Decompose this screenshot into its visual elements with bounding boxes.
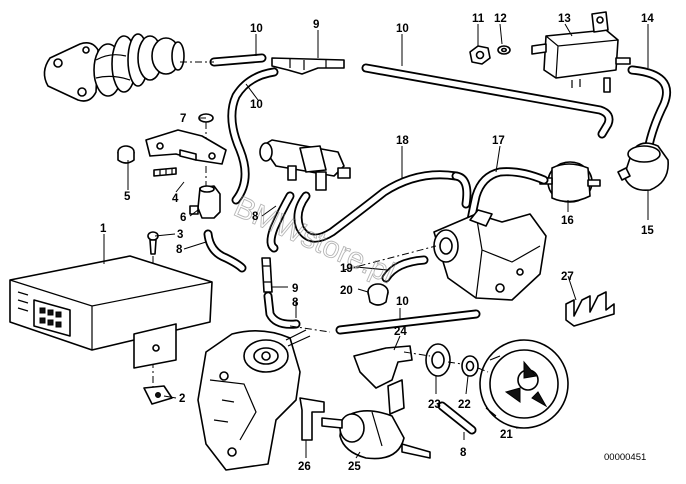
hose-10-long [361, 63, 614, 139]
hose-10-left [227, 67, 279, 205]
hose-18 [293, 170, 472, 243]
callout-22: 22 [458, 399, 471, 411]
filter-15 [617, 142, 669, 192]
callout-8b: 8 [176, 244, 183, 256]
callout-9b: 9 [292, 283, 298, 295]
document-number: 00000451 [604, 452, 646, 463]
cap-20 [367, 283, 389, 306]
callout-8a: 8 [252, 211, 259, 223]
callout-11: 11 [472, 13, 485, 25]
hose-8-lower [263, 291, 301, 329]
solenoid-valve-13 [531, 11, 631, 93]
callout-10d: 10 [396, 296, 409, 308]
hose-8-left [203, 229, 247, 273]
callout-21: 21 [500, 429, 513, 441]
callout-16: 16 [561, 215, 574, 227]
callout-26: 26 [298, 461, 311, 473]
callout-12: 12 [494, 13, 507, 25]
callout-4: 4 [172, 193, 179, 205]
bolt-4 [153, 167, 177, 177]
pump-housing [197, 329, 311, 471]
callout-15: 15 [641, 225, 654, 237]
clip-27 [565, 291, 615, 327]
seal-23 [425, 343, 451, 377]
hose-19 [381, 255, 429, 283]
fitting-26 [299, 397, 325, 441]
nut-11 [469, 45, 491, 65]
hose-10-short [180, 53, 267, 67]
hose-14 [627, 65, 672, 155]
callout-6: 6 [180, 212, 186, 224]
hose-17 [465, 167, 549, 231]
callout-2: 2 [179, 393, 185, 405]
callout-8d: 8 [460, 447, 467, 459]
callout-3: 3 [177, 229, 183, 241]
connector-9-lower [261, 257, 273, 293]
vacuum-pump-21 [479, 339, 569, 429]
callout-10a: 10 [250, 23, 263, 35]
callout-10c: 10 [250, 99, 263, 111]
callout-24: 24 [394, 326, 407, 338]
assembly-lines [205, 166, 489, 373]
washer-22 [461, 355, 479, 377]
callout-25: 25 [348, 461, 361, 473]
connector-pins [39, 307, 62, 328]
callout-14: 14 [641, 13, 654, 25]
grommet-5 [117, 145, 135, 164]
leader-lines [103, 23, 649, 459]
check-valve [259, 139, 351, 191]
callout-27: 27 [561, 271, 574, 283]
bracket-7 [145, 113, 227, 165]
callout-18: 18 [396, 135, 409, 147]
hose-8-bottom [437, 401, 477, 435]
screw-3 [147, 231, 159, 392]
callout-13: 13 [558, 13, 571, 25]
filter-16 [539, 161, 601, 203]
pressure-actuator [433, 209, 547, 301]
callout-10b: 10 [396, 23, 409, 35]
valve-assembly [43, 33, 185, 102]
tee-connector-9 [271, 57, 345, 75]
clip-nut-2 [143, 385, 173, 405]
callout-labels: 1 2 3 4 5 6 7 8 8 8 8 9 9 10 10 10 10 11… [100, 13, 654, 473]
callout-5: 5 [124, 191, 131, 203]
bracket-24 [353, 345, 413, 415]
callout-17: 17 [492, 135, 505, 147]
control-unit-1 [9, 255, 213, 369]
callout-8c: 8 [292, 297, 299, 309]
callout-23: 23 [428, 399, 441, 411]
callout-19: 19 [340, 263, 353, 275]
callout-1: 1 [100, 223, 107, 235]
hose-8-center [266, 191, 295, 253]
hose-10-lower [335, 309, 481, 335]
washer-12 [497, 45, 511, 55]
callout-20: 20 [340, 285, 353, 297]
fuel-filter-25 [321, 410, 431, 460]
callout-7: 7 [180, 113, 186, 125]
callout-9a: 9 [313, 19, 319, 31]
